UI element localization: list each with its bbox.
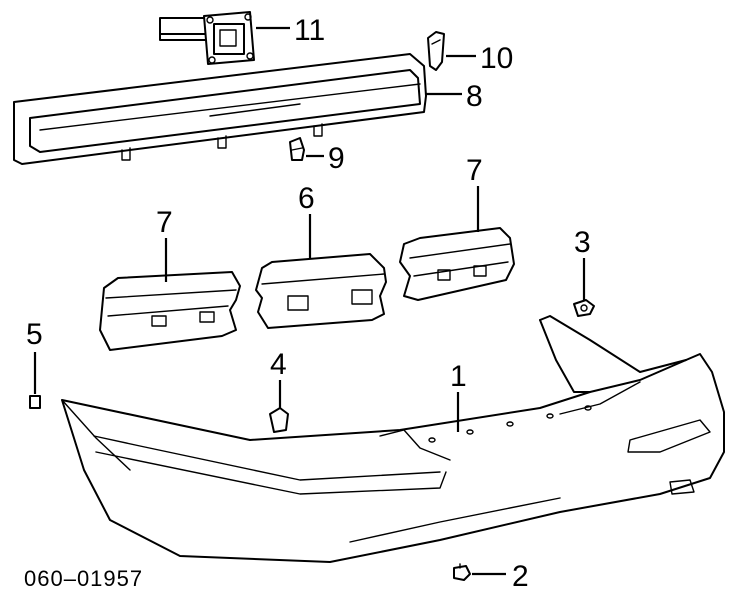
callout-9: 9 (328, 142, 345, 175)
part-2-bolt (453, 563, 506, 581)
part-6-absorber (255, 214, 387, 329)
callout-5: 5 (26, 318, 43, 351)
part-1-bumper-cover (61, 315, 725, 563)
part-11-bracket (159, 11, 290, 65)
callout-7-left: 7 (156, 206, 173, 239)
callout-7-right: 7 (466, 154, 483, 187)
callout-10: 10 (480, 42, 513, 75)
part-4-retainer (269, 380, 289, 433)
callout-1: 1 (450, 360, 467, 393)
callout-11: 11 (294, 14, 325, 47)
part-10-clip (427, 31, 476, 71)
callout-2: 2 (512, 560, 529, 593)
callout-8: 8 (466, 80, 483, 113)
part-7-absorber-left (99, 238, 241, 351)
diagram-reference-code: 060–01957 (24, 566, 143, 591)
part-8-reinforcement (13, 53, 462, 165)
callout-4: 4 (270, 348, 287, 381)
callout-3: 3 (574, 226, 591, 259)
part-9-clip (289, 137, 324, 161)
part-5-bolt (29, 352, 41, 409)
part-3-nut (573, 258, 595, 317)
callout-6: 6 (298, 182, 315, 215)
part-7-absorber-right (399, 186, 515, 301)
